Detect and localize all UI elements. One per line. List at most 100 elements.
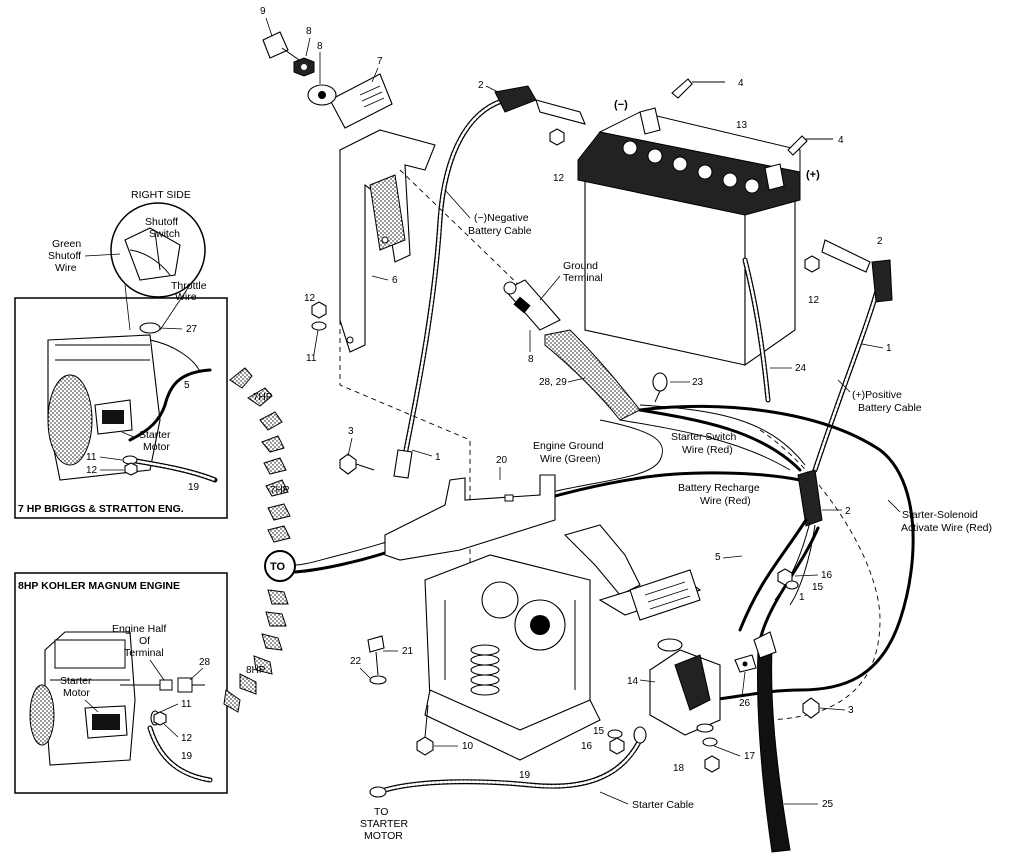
callout-23: 23	[692, 377, 704, 388]
callout-1a: 1	[435, 452, 441, 463]
bolt-3-left	[339, 453, 375, 475]
engine-half-label-1: Engine Half	[112, 623, 166, 635]
callout-2b: 2	[877, 236, 883, 247]
bolt-21	[367, 635, 387, 685]
callout-18: 18	[673, 763, 685, 774]
kohler-title: 8HP KOHLER MAGNUM ENGINE	[18, 580, 180, 592]
callout-8c: 8	[528, 354, 534, 365]
to-connector: TO	[264, 550, 296, 582]
bolt-4-right	[787, 135, 833, 156]
relay-panel	[629, 569, 701, 621]
cable-25	[753, 631, 791, 853]
starter-switch-label-2: Wire (Red)	[682, 444, 733, 456]
nut-12-battery-neg	[549, 128, 565, 146]
mounting-plate-20	[384, 474, 556, 561]
callout-11b: 11	[86, 452, 97, 463]
callout-22: 22	[350, 656, 362, 667]
green-shutoff-label-2: Shutoff	[48, 250, 81, 262]
starter-spring	[470, 644, 500, 696]
key-9	[262, 31, 303, 63]
negative-terminal-symbol: (−)	[614, 99, 628, 111]
green-shutoff-label-3: Wire	[55, 262, 77, 274]
starter-cable-19	[369, 726, 647, 798]
starter-motor-a-label-2: Motor	[143, 441, 170, 453]
solenoid-activate-label-2: Activate Wire (Red)	[901, 522, 992, 534]
arrow-8hp-label: 8HP	[246, 665, 266, 676]
pos-cable-label-1: (+)Positive	[852, 389, 902, 401]
starter-motor-b-label-2: Motor	[63, 687, 90, 699]
starter-solenoid-activate-wire	[638, 404, 915, 702]
battery-terminals	[622, 107, 785, 194]
positive-battery-cable	[812, 239, 893, 473]
callout-3b: 3	[848, 705, 854, 716]
nut-12-bracket	[311, 301, 327, 331]
connection-arrow-chain	[223, 367, 291, 713]
engine-half-label-3: Terminal	[124, 647, 164, 659]
neg-cable-label-1: (−)Negative	[474, 212, 529, 224]
decal-7	[329, 73, 393, 129]
bolt-4-left	[671, 78, 725, 99]
callout-25: 25	[822, 799, 834, 810]
nut-16-lower	[609, 737, 625, 755]
callout-28: 28	[199, 657, 211, 668]
washer-17	[702, 737, 718, 747]
callout-4b: 4	[838, 135, 844, 146]
callout-11c: 11	[181, 699, 192, 710]
callout-1b: 1	[886, 343, 892, 354]
callout-8b: 8	[317, 41, 323, 52]
washer-15-lower	[607, 729, 623, 739]
engine-ground-label-2: Wire (Green)	[540, 453, 601, 465]
callout-2c: 2	[845, 506, 851, 517]
starter-cable-label: Starter Cable	[632, 799, 694, 811]
callout-19c: 19	[181, 751, 193, 762]
callout-15a: 15	[812, 582, 824, 593]
callout-2a: 2	[478, 80, 484, 91]
solenoid-activate-label-1: Starter-Solenoid	[902, 509, 978, 521]
wire-clip-2	[797, 469, 823, 527]
starter-generator-assembly	[424, 554, 601, 761]
positive-terminal-symbol: (+)	[806, 169, 820, 181]
briggs-title: 7 HP BRIGGS & STRATTON ENG.	[18, 503, 184, 515]
callout-4a: 4	[738, 78, 744, 89]
kohler-nut-washer	[150, 710, 167, 726]
ground-terminal-label-2: Terminal	[563, 272, 603, 284]
callout-20: 20	[496, 455, 508, 466]
kohler-engine	[29, 631, 136, 766]
callout-27: 27	[186, 324, 198, 335]
kohler-terminal	[120, 677, 205, 693]
shutoff-label-2: Switch	[149, 228, 180, 240]
callout-5b: 5	[184, 380, 190, 391]
callout-6: 6	[392, 275, 398, 286]
callout-14: 14	[627, 676, 639, 687]
callout-12a: 12	[553, 173, 565, 184]
battery-recharge-label-2: Wire (Red)	[700, 495, 751, 507]
pos-cable-label-2: Battery Cable	[858, 402, 922, 414]
battery	[577, 107, 801, 367]
callout-21: 21	[402, 646, 414, 657]
starter-switch-wire	[619, 419, 791, 471]
nut-12-battery-pos	[804, 255, 820, 273]
arrow-7hp-label-a: 7HP	[253, 392, 273, 403]
shutoff-label-1: Shutoff	[145, 216, 178, 228]
callout-28-29: 28, 29	[539, 377, 567, 388]
starter-motor-a-label-1: Starter	[139, 429, 171, 441]
nut-16-washer-15-upper	[777, 568, 799, 590]
callout-12b: 12	[808, 295, 820, 306]
to-starter-label-1: TO	[374, 806, 388, 818]
callout-12c: 12	[304, 293, 316, 304]
battery-bracket-6	[339, 129, 436, 353]
battery-recharge-label-1: Battery Recharge	[678, 482, 760, 494]
starter-switch-label-1: Starter Switch	[671, 431, 737, 443]
briggs-nut-washer	[122, 455, 138, 476]
callout-12e: 12	[181, 733, 193, 744]
grommet-23	[652, 372, 668, 403]
engine-half-label-2: Of	[139, 635, 150, 647]
callout-19a: 19	[519, 770, 531, 781]
negative-battery-cable	[393, 85, 586, 479]
callout-13: 13	[736, 120, 748, 131]
arrow-7hp-label-b: 7HP	[270, 485, 290, 496]
kohler-box	[14, 572, 228, 794]
callout-10: 10	[462, 741, 474, 752]
switch-nut-8	[293, 57, 315, 77]
bolt-3-right	[802, 697, 820, 719]
